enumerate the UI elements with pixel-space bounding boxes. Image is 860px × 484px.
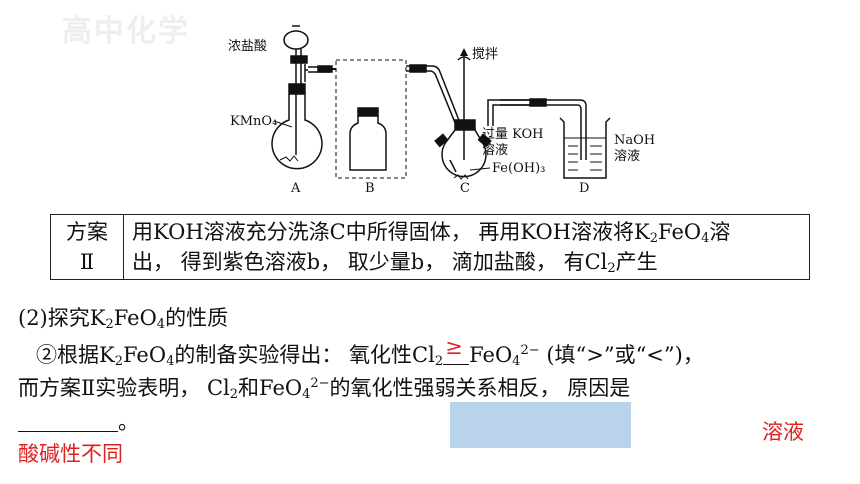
scheme-body-cell: 用KOH溶液充分洗涤C中所得固体， 再用KOH溶液将K2FeO4溶 出， 得到紫… xyxy=(123,214,810,280)
scheme-line-2: 出， 得到紫色溶液b， 取少量b， 滴加盐酸， 有Cl2产生 xyxy=(132,250,658,276)
label-naoh-2: 溶液 xyxy=(614,149,640,164)
letter-d: D xyxy=(579,181,589,196)
answer-compare: ≥ xyxy=(445,335,463,359)
watermark: 高中化学 xyxy=(62,14,190,49)
answer-reason: 酸碱性不同 xyxy=(18,442,123,466)
scheme-label-2: Ⅱ xyxy=(79,250,95,274)
scheme-label-1: 方案 xyxy=(66,220,108,244)
label-excess-koh-1: 过量 KOH xyxy=(482,127,544,142)
question-line-2: 而方案Ⅱ实验表明， Cl2和FeO42−的氧化性强弱关系相反， 原因是 xyxy=(18,376,631,402)
letter-a: A xyxy=(290,181,301,196)
question-heading: (2)探究K2FeO4的性质 xyxy=(18,306,229,332)
apparatus-c xyxy=(434,48,530,180)
scheme-line-1: 用KOH溶液充分洗涤C中所得固体， 再用KOH溶液将K2FeO4溶 xyxy=(132,220,731,246)
side-answer: 溶液 xyxy=(762,420,804,444)
question-line-3: 。 xyxy=(18,406,139,436)
label-stir: 搅拌 xyxy=(472,46,498,62)
answer-blank-compare: ≥ xyxy=(443,335,470,367)
question-line-1: ②根据K2FeO4的制备实验得出： 氧化性Cl2≥FeO42− (填“>”或“<… xyxy=(36,335,704,369)
letter-b: B xyxy=(365,181,375,196)
label-excess-koh-2: 溶液 xyxy=(482,143,508,158)
label-conc-hcl: 浓盐酸 xyxy=(228,39,267,54)
scheme-label-cell: 方案 Ⅱ xyxy=(50,214,124,280)
cover-box[interactable] xyxy=(450,402,631,448)
apparatus-diagram: 浓盐酸 KMnO₄ A B 搅拌 过量 KOH 溶液 Fe(OH)₃ C xyxy=(228,25,655,196)
apparatus-b xyxy=(335,59,407,179)
apparatus-a xyxy=(271,25,333,170)
label-kmno4: KMnO₄ xyxy=(230,114,277,129)
label-feoh3: Fe(OH)₃ xyxy=(492,161,545,176)
apparatus-d xyxy=(559,117,611,179)
label-naoh-1: NaOH xyxy=(614,133,655,148)
answer-blank-reason xyxy=(18,430,118,432)
scheme-table: 方案 Ⅱ 用KOH溶液充分洗涤C中所得固体， 再用KOH溶液将K2FeO4溶 出… xyxy=(50,214,810,280)
letter-c: C xyxy=(460,181,470,196)
